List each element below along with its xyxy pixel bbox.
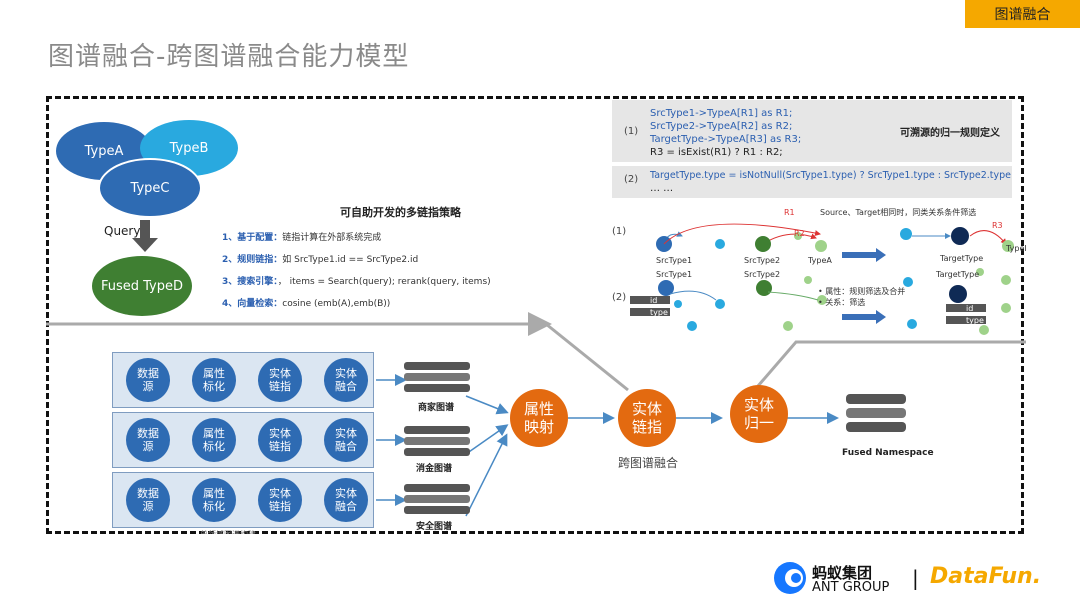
step-data-source: 数据源 [126, 358, 170, 402]
label-src1-b: SrcType1 [656, 270, 693, 279]
logo-separator: | [912, 566, 919, 590]
type-c-node: TypeC [98, 158, 202, 218]
step-data-source: 数据源 [126, 478, 170, 522]
bullet-attr: • 属性：规则筛选及合并 [818, 287, 906, 296]
rule-note: 可溯源的归一规则定义 [900, 128, 1000, 139]
code-line: R3 = isExist(R1) ? R1 : R2; [650, 147, 783, 158]
type-c-label: TypeC [130, 180, 170, 196]
query-arrow [132, 220, 158, 252]
page-title: 图谱融合-跨图谱融合能力模型 [48, 42, 410, 72]
strategy-title: 可自助开发的多链指策略 [340, 206, 461, 219]
label-src2: SrcType2 [744, 256, 781, 265]
fused-namespace-label: Fused Namespace [842, 448, 934, 458]
fused-db-icon [846, 394, 906, 432]
type-tag: type [650, 308, 668, 317]
step-attr-normalize: 属性标化 [192, 358, 236, 402]
entity-norm-node: 实体归一 [730, 385, 788, 443]
entity-link-node: 实体链指 [618, 389, 676, 447]
ant-name-cn: 蚂蚁集团 [812, 564, 873, 582]
strategy-item: 4、向量检索：cosine (emb(A),emb(B)) [222, 299, 391, 309]
bullet-rel: • 关系：筛选 [818, 298, 866, 307]
id-tag: id [966, 304, 974, 313]
step-attr-normalize: 属性标化 [192, 418, 236, 462]
code-line: SrcType1->TypeA[R1] as R1; [650, 108, 793, 119]
step-entity-merge: 实体融合 [324, 358, 368, 402]
section-tag: 图谱融合 [965, 0, 1080, 28]
rule-code-block-1 [612, 100, 1012, 162]
fused-type-label: Fused TypeD [100, 278, 184, 294]
fused-type-node: Fused TypeD [92, 256, 192, 316]
id-tag: id [650, 296, 658, 305]
type-b-label: TypeB [169, 140, 209, 156]
step-entity-merge: 实体融合 [324, 418, 368, 462]
label-r3: R3 [992, 221, 1003, 230]
domain-build-caption: 单领域图谱构建 [200, 529, 256, 534]
type-tag: type [966, 316, 984, 325]
type-a-label: TypeA [84, 143, 124, 159]
db-icon [404, 362, 470, 392]
strategy-item: 1、基于配置：链指计算在外部系统完成 [222, 233, 382, 243]
rule-diagram-index-1: (1) [612, 226, 627, 237]
connectors [46, 312, 1026, 517]
code-line: TargetType->TypeA[R3] as R3; [650, 134, 802, 145]
ant-name-en: ANT GROUP [812, 580, 890, 595]
step-entity-link: 实体链指 [258, 358, 302, 402]
code-line: … … [650, 183, 674, 194]
db-label: 消金图谱 [416, 464, 453, 474]
label-typea: TypeA [808, 256, 832, 265]
label-target: TargetType [940, 254, 984, 263]
strategy-item: 2、规则链指：如 SrcType1.id == SrcType2.id [222, 255, 419, 265]
db-label: 安全图谱 [416, 522, 453, 532]
code-line: TargetType.type = isNotNull(SrcType1.typ… [650, 170, 1011, 181]
rule-diagram-index-2: (2) [612, 292, 627, 303]
label-target-b: TargetType [936, 270, 980, 279]
ant-logo-icon [774, 562, 806, 594]
label-src1: SrcType1 [656, 256, 693, 265]
label-src2-b: SrcType2 [744, 270, 781, 279]
step-entity-merge: 实体融合 [324, 478, 368, 522]
label-typei: TypeI [1006, 244, 1027, 253]
label-r2: R2 [794, 229, 805, 238]
rule-diagram-note: Source、Target相同时，同类关系条件筛选 [820, 208, 977, 217]
step-data-source: 数据源 [126, 418, 170, 462]
code-index-2: (2) [624, 174, 639, 185]
datafun-logo: DataFun. [930, 564, 1042, 589]
rule-diagram [630, 223, 1014, 335]
db-label: 商家图谱 [418, 403, 455, 413]
rule-code-block-2 [612, 166, 1012, 198]
code-line: SrcType2->TypeA[R2] as R2; [650, 121, 793, 132]
step-attr-normalize: 属性标化 [192, 478, 236, 522]
db-icon [404, 484, 470, 514]
label-r1: R1 [784, 208, 795, 217]
strategy-item: 3、搜索引擎：， items = Search(query); rerank(q… [222, 277, 491, 287]
query-label: Query [104, 224, 141, 238]
db-icon [404, 426, 470, 456]
cross-graph-label: 跨图谱融合 [618, 456, 679, 470]
step-entity-link: 实体链指 [258, 478, 302, 522]
attr-map-node: 属性映射 [510, 389, 568, 447]
code-index-1: (1) [624, 126, 639, 137]
step-entity-link: 实体链指 [258, 418, 302, 462]
diagram-frame [46, 96, 1024, 534]
